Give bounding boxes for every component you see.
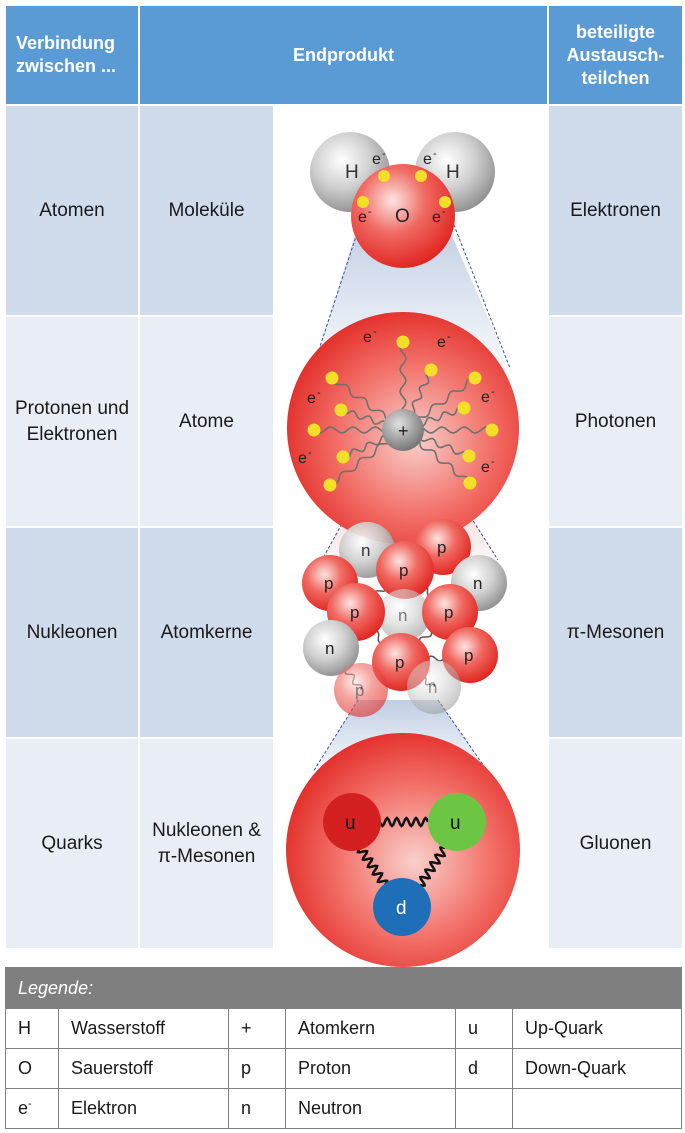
cell-austausch: Photonen [547, 315, 684, 528]
cell-endprodukt: Moleküle [138, 104, 275, 317]
header-endprodukt: Endprodukt [138, 4, 549, 106]
legend-symbol: e- [5, 1088, 59, 1129]
cell-zwischen: Nukleonen [4, 526, 140, 739]
table-row-quarks: Quarks Nukleonen & π-Mesonen Gluonen [4, 737, 684, 950]
legend-row: e- Elektron n Neutron [5, 1088, 683, 1129]
legend-row: H Wasserstoff + Atomkern u Up-Quark [5, 1008, 683, 1049]
cell-illustration [273, 315, 549, 528]
legend-meaning-empty [511, 1088, 683, 1129]
cell-zwischen: Atomen [4, 104, 140, 317]
legend-symbol-e: e [18, 1098, 29, 1118]
legend-meaning: Up-Quark [511, 1008, 683, 1049]
cell-zwischen: Protonen und Elektronen [4, 315, 140, 528]
legend-symbol: + [228, 1008, 286, 1049]
legend-meaning: Down-Quark [511, 1048, 683, 1089]
legend-symbol-sup: - [28, 1098, 32, 1110]
table-header-row: Verbindung zwischen ... Endprodukt betei… [4, 4, 684, 106]
legend-meaning: Sauerstoff [58, 1048, 229, 1089]
cell-illustration [273, 526, 549, 739]
table-row-atoms: Atomen Moleküle Elektronen [4, 104, 684, 317]
cell-zwischen: Quarks [4, 737, 140, 950]
cell-illustration [273, 737, 549, 950]
legend-symbol: H [5, 1008, 59, 1049]
header-austauschteilchen: beteiligte Austausch-teilchen [547, 4, 684, 106]
legend-meaning: Atomkern [285, 1008, 456, 1049]
legend-symbol: u [455, 1008, 513, 1049]
cell-illustration [273, 104, 549, 317]
legend-title: Legende: [4, 967, 683, 1009]
cell-austausch: Gluonen [547, 737, 684, 950]
binding-table: Verbindung zwischen ... Endprodukt betei… [4, 4, 684, 950]
legend-meaning: Wasserstoff [58, 1008, 229, 1049]
legend-meaning: Elektron [58, 1088, 229, 1129]
cell-austausch: Elektronen [547, 104, 684, 317]
legend-meaning: Neutron [285, 1088, 456, 1129]
cell-endprodukt: Atomkerne [138, 526, 275, 739]
legend-table: Legende: H Wasserstoff + Atomkern u Up-Q… [4, 967, 683, 1129]
legend-symbol: p [228, 1048, 286, 1089]
legend-symbol: O [5, 1048, 59, 1089]
cell-endprodukt: Atome [138, 315, 275, 528]
header-verbindung: Verbindung zwischen ... [4, 4, 140, 106]
legend-symbol: d [455, 1048, 513, 1089]
legend-meaning: Proton [285, 1048, 456, 1089]
legend-symbol: n [228, 1088, 286, 1129]
legend-row: O Sauerstoff p Proton d Down-Quark [5, 1048, 683, 1089]
legend-symbol-empty [455, 1088, 513, 1129]
table-row-nuclei: Nukleonen Atomkerne π-Mesonen [4, 526, 684, 739]
cell-austausch: π-Mesonen [547, 526, 684, 739]
table-row-atome: Protonen und Elektronen Atome Photonen [4, 315, 684, 528]
cell-endprodukt: Nukleonen & π-Mesonen [138, 737, 275, 950]
